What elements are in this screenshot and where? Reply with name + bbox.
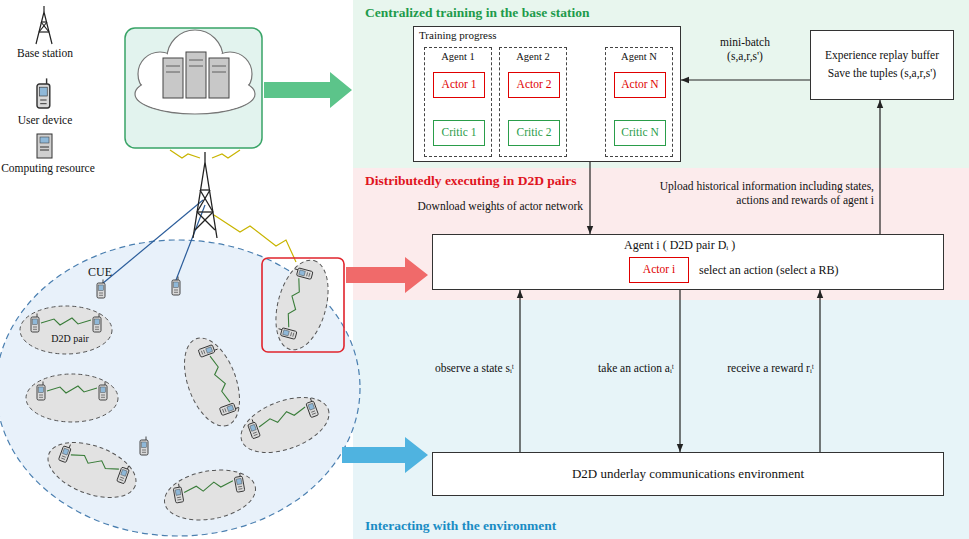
node-title: Interacting with the environment [365, 518, 556, 534]
node-title: D2D pair [18, 304, 122, 345]
edge-label: receive a reward rᵢᵗ [680, 362, 814, 376]
node-title: Experience replay buffer [825, 49, 939, 63]
environment-box: D2D underlay communications environment [432, 452, 944, 496]
band: Centralized training in the base station… [353, 0, 969, 168]
computer-icon [37, 134, 52, 158]
d2d-pairs [26, 254, 337, 526]
connector-arrow [681, 79, 810, 80]
connector-arrow [519, 290, 520, 452]
actor-box: Actor 1 [433, 72, 485, 98]
cloud [135, 30, 255, 114]
block-arrow [342, 437, 428, 473]
critic-box: Critic 1 [433, 120, 485, 146]
node-title: Agent N [606, 48, 672, 64]
node-text: select an action (select a RB) [699, 263, 839, 277]
node-title: Agent i ( D2D pair Dᵢ ) [624, 238, 735, 252]
pair-outline [18, 304, 114, 356]
agent-box: Agent i ( D2D pair Dᵢ ) select an action … [432, 234, 944, 290]
legend-text: User device [18, 114, 73, 126]
edge-label: observe a state sᵢᵗ [390, 362, 514, 376]
node-title: Critic N [621, 126, 658, 140]
node-title: Actor i [643, 263, 675, 277]
legend-text: Base station [17, 47, 73, 59]
node-title: Actor N [621, 78, 658, 92]
highlight-box [262, 258, 344, 352]
node-title: Critic 2 [517, 126, 552, 140]
legend-text: Computing resource [1, 162, 95, 174]
block-arrow [346, 257, 428, 293]
actor-box: Actor 2 [508, 72, 560, 98]
node-title: Distributedly executing in D2D pairs [365, 173, 577, 189]
device-icon [37, 78, 50, 108]
cue-devices [97, 277, 180, 456]
band: Interacting with the environment D2D unde… [353, 300, 969, 539]
d2d-pair: D2D pair [18, 304, 122, 356]
edge-label: Download weights of actor network [395, 200, 583, 214]
legend-item: Computing resource [0, 162, 96, 176]
training-band-bg [353, 0, 969, 168]
node-title: D2D underlay communications environment [572, 466, 804, 482]
node-title: Training progress [419, 29, 497, 42]
buffer-box: Experience replay bufferSave the tuples … [810, 30, 954, 100]
actor-box: Actor N [614, 72, 666, 98]
tower-icon [36, 6, 52, 44]
agent-group: Agent N Actor N Critic N [605, 47, 673, 157]
group-box: Training progressAgent 1Actor 1Critic 1A… [413, 26, 681, 162]
connector-arrow [879, 100, 880, 234]
block-arrow [264, 72, 352, 108]
critic-box: Critic 2 [508, 120, 560, 146]
connector-arrow [589, 162, 590, 234]
edge-label: take an action aᵢᵗ [540, 362, 674, 376]
device-label: CUE [80, 265, 120, 279]
actor-box: Actor i [629, 257, 689, 283]
edge-label: mini-batch (s,a,r,s') [709, 36, 781, 64]
node-title: Centralized training in the base station [365, 5, 590, 21]
legend-item: Base station [4, 47, 86, 61]
connector-arrow [679, 290, 680, 452]
legend-item: User device [4, 114, 86, 128]
agent-group: Agent 2 Actor 2 Critic 2 [499, 47, 567, 157]
node-title: Agent 1 [425, 48, 491, 64]
cell-area [0, 240, 360, 536]
node-title: Actor 2 [517, 78, 552, 92]
execution-band-bg [353, 168, 969, 300]
connector-arrow [819, 290, 820, 452]
agent-group: Agent 1 Actor 1 Critic 1 [424, 47, 492, 157]
computing-box [125, 28, 262, 148]
wireless-links [102, 150, 296, 284]
base-station-tower [193, 152, 217, 238]
node-title: Actor 1 [442, 78, 477, 92]
critic-box: Critic N [614, 120, 666, 146]
environment-band-bg [353, 300, 969, 539]
edge-label: Upload historical information including … [640, 180, 874, 208]
node-title: Agent 2 [500, 48, 566, 64]
node-text: Save the tuples (s,a,r,s') [828, 67, 936, 81]
node-title: Critic 1 [442, 126, 477, 140]
